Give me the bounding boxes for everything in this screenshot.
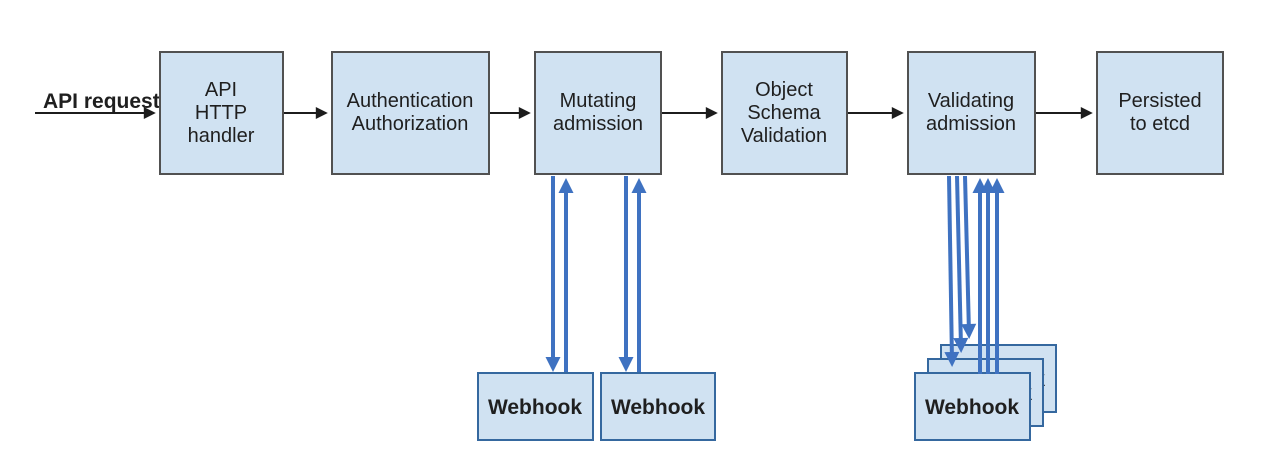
node-box [534,51,662,175]
node-mutating-admission: Mutating admission [534,51,662,175]
webhook-validating-1: Webhook [914,372,1031,441]
node-label-line: API [205,79,237,101]
node-label-line: Validation [741,125,827,147]
node-label-line: Mutating [560,90,637,112]
node-label-line: Validating [928,90,1014,112]
webhook-box [914,372,1031,441]
validating-webhook3-call-arrow [961,175,977,339]
node-label-line: Authorization [352,113,469,135]
node-api-http-handler: API HTTP handler [159,51,284,175]
node-authentication-authorization: Authentication Authorization [331,51,490,175]
api-request-label: API request [43,90,160,113]
node-box [1096,51,1224,175]
webhook-mutating-2: Webhook [600,372,716,441]
node-label-line: to etcd [1130,113,1190,135]
node-label-line: admission [926,113,1016,135]
node-label-line: handler [188,125,255,147]
validating-webhook2-call-arrow [953,175,969,353]
node-label-line: admission [553,113,643,135]
node-box [331,51,490,175]
node-label-line: Object [755,79,813,101]
node-box [721,51,848,175]
webhook-mutating-1: Webhook [477,372,594,441]
node-object-schema-validation: Object Schema Validation [721,51,848,175]
webhook-label: Webhook [925,396,1019,419]
node-label-line: Schema [747,102,821,124]
webhook-label: Webhook [488,396,582,419]
node-label-line: HTTP [195,102,247,124]
webhook-box [600,372,716,441]
node-persisted-to-etcd: Persisted to etcd [1096,51,1224,175]
node-box [159,51,284,175]
node-label-line: Persisted [1118,90,1201,112]
webhook-box [477,372,594,441]
node-box [907,51,1036,175]
webhook-label: Webhook [611,396,705,419]
validating-webhook1-call-arrow [944,175,960,367]
node-validating-admission: Validating admission [907,51,1036,175]
node-label-line: Authentication [347,90,474,112]
